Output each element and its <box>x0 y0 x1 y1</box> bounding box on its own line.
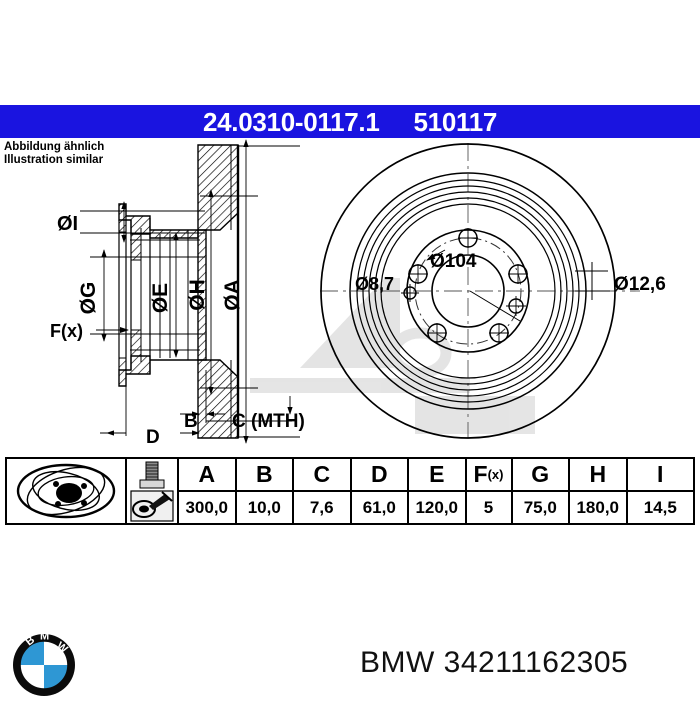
dimension-phi-e <box>130 232 200 358</box>
label-phi-a: ØA <box>221 279 244 311</box>
label-phi-g: ØG <box>77 282 100 315</box>
table-columns: A 300,0 B 10,0 C 7,6 D 61,0 E 120,0 <box>179 459 693 523</box>
technical-drawing: ØI ØG ØE ØH <box>0 138 700 453</box>
table-header-e: E <box>409 459 465 492</box>
part-number-banner: 24.0310-0117.1 510117 <box>0 105 700 138</box>
table-value-g: 75,0 <box>523 497 557 517</box>
label-b: B <box>184 411 198 432</box>
label-phi-h: ØH <box>186 279 209 311</box>
small-holes-phi-8-7 <box>401 284 526 316</box>
dimension-phi-g <box>90 249 205 342</box>
bolt-circle-phi-104 <box>414 237 522 345</box>
bmw-logo-icon: B M W <box>12 631 76 702</box>
table-value-b: 10,0 <box>247 497 281 517</box>
table-column-e: E 120,0 <box>409 459 467 523</box>
table-header-d: D <box>351 459 407 492</box>
disc-cross-section <box>118 144 240 439</box>
table-column-g: G 75,0 <box>512 459 570 523</box>
table-column-c: C 7,6 <box>294 459 352 523</box>
installation-tool-icon <box>130 490 174 522</box>
table-header-f-sub: (x) <box>487 467 504 482</box>
label-f-x: F(x) <box>50 321 83 341</box>
illustration-note-de: Abbildung ähnlich <box>4 141 105 153</box>
table-column-b: B 10,0 <box>236 459 294 523</box>
table-header-h: H <box>570 459 626 492</box>
bolt-icon <box>139 461 165 489</box>
table-value-a: 300,0 <box>185 497 229 517</box>
table-value-h: 180,0 <box>576 497 620 517</box>
table-header-c: C <box>294 459 350 492</box>
table-value-d: 61,0 <box>362 497 396 517</box>
label-c-mth: C (MTH) <box>232 411 305 432</box>
label-phi-104: Ø104 <box>430 251 477 272</box>
table-value-e: 120,0 <box>415 497 459 517</box>
label-phi-12-6: Ø12,6 <box>614 274 666 295</box>
reference-number: 510117 <box>413 106 498 137</box>
table-column-i: I 14,5 <box>627 459 693 523</box>
table-column-h: H 180,0 <box>570 459 628 523</box>
svg-text:M: M <box>40 633 49 643</box>
table-header-b: B <box>236 459 292 492</box>
table-header-f: F(x) <box>466 459 511 492</box>
footer-part-caption: BMW 34211162305 <box>360 646 629 679</box>
disc-face-view <box>320 143 640 439</box>
leader-phi-104 <box>426 249 521 322</box>
wheel-bolt-holes <box>408 228 528 343</box>
footer: B M W BMW 34211162305 <box>0 620 700 700</box>
table-column-f: F(x) 5 <box>466 459 513 523</box>
table-column-a: A 300,0 <box>179 459 237 523</box>
bolt-and-tool-icons <box>127 459 177 523</box>
label-phi-e: ØE <box>149 283 172 313</box>
table-header-a: A <box>179 459 235 492</box>
dimension-phi-12-6 <box>575 262 610 300</box>
table-icon-group <box>7 459 179 523</box>
dimension-phi-a <box>238 139 300 444</box>
table-header-i: I <box>627 459 693 492</box>
dimension-bottom-group <box>100 370 293 438</box>
table-header-g: G <box>512 459 568 492</box>
label-phi-8-7: Ø8,7 <box>355 274 394 294</box>
table-column-d: D 61,0 <box>351 459 409 523</box>
label-phi-i: ØI <box>57 213 78 235</box>
brake-disc-icon <box>7 459 127 523</box>
table-header-f-letter: F <box>473 461 488 487</box>
table-value-f: 5 <box>483 497 494 517</box>
ate-part-number: 24.0310-0117.1 <box>202 106 380 137</box>
illustration-note: Abbildung ähnlich Illustration similar <box>4 141 104 167</box>
table-value-i: 14,5 <box>643 497 677 517</box>
table-value-c: 7,6 <box>309 497 334 517</box>
illustration-note-en: Illustration similar <box>4 154 104 166</box>
centre-lines <box>320 143 640 438</box>
label-d: D <box>146 427 160 448</box>
specification-table: A 300,0 B 10,0 C 7,6 D 61,0 E 120,0 <box>5 457 695 525</box>
dimension-phi-i <box>80 201 205 243</box>
